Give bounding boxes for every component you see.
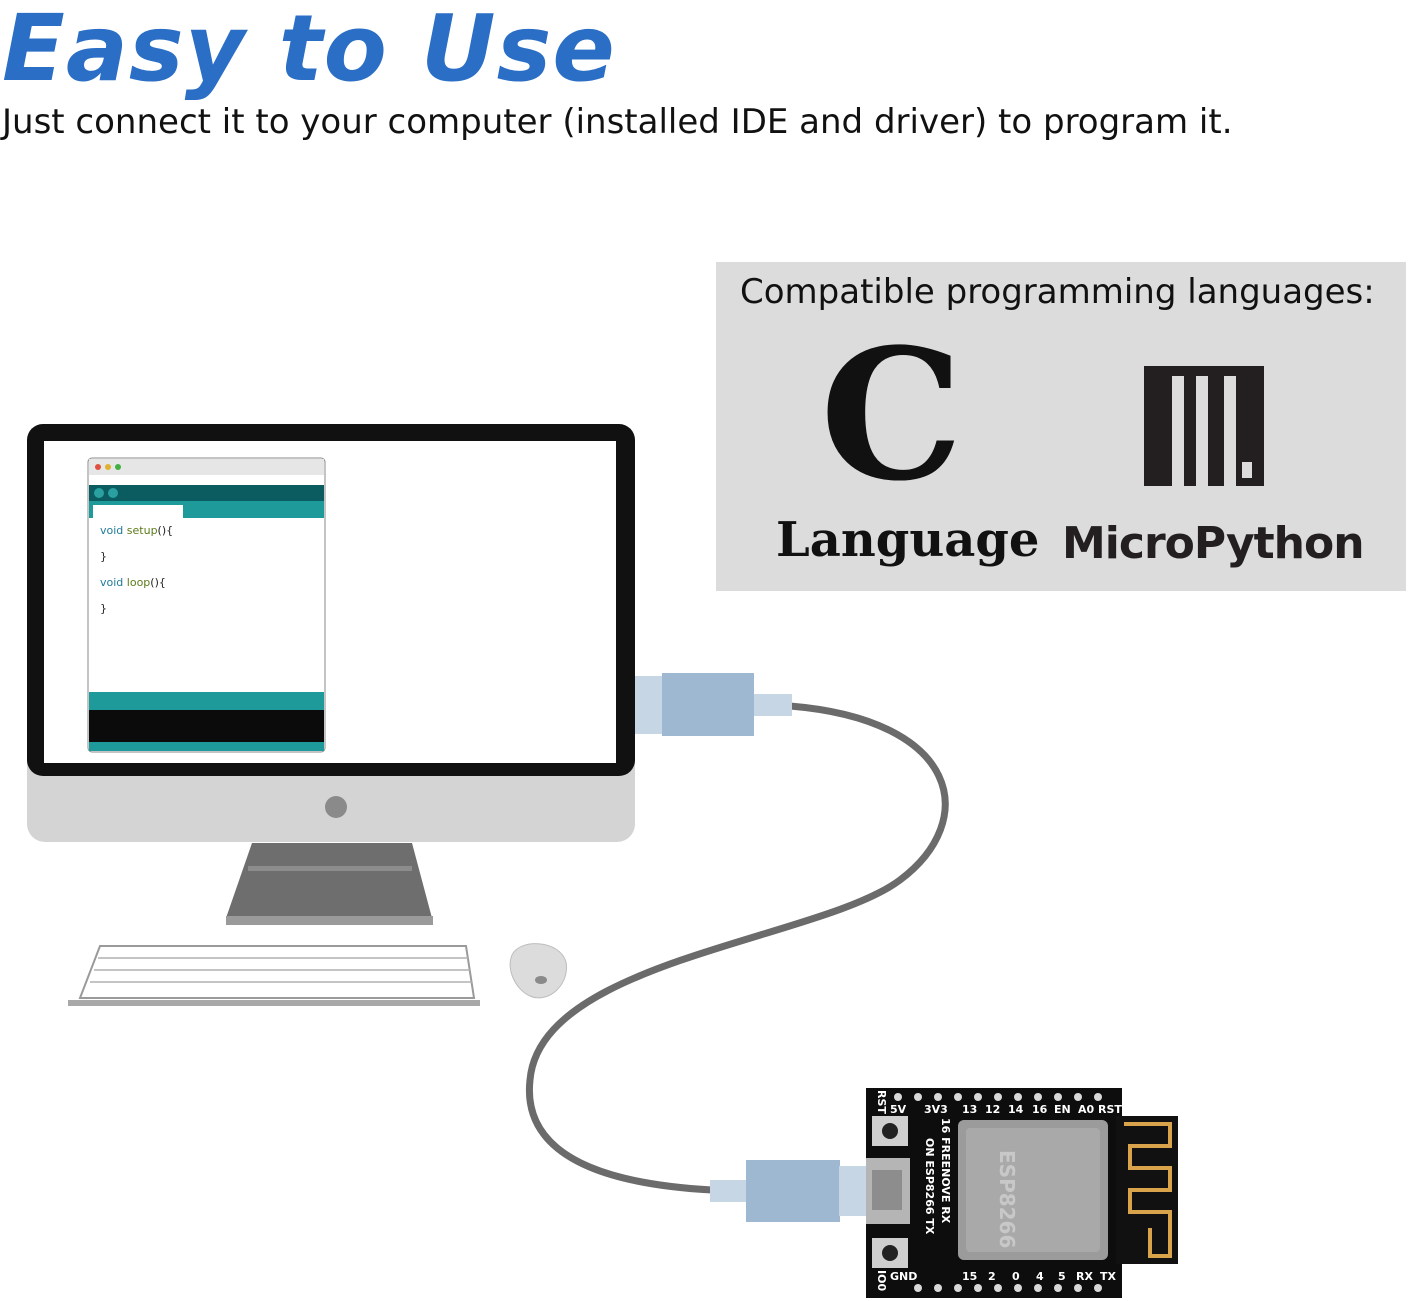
board-pin-label: RX [1076,1270,1093,1283]
code-rest: (){ [150,576,166,589]
languages-panel: Compatible programming languages: C Lang… [716,262,1406,591]
power-button-icon [325,796,347,818]
c-language-label: Language [776,512,1040,568]
usb-cable [526,702,949,1194]
code-function: loop [126,576,151,589]
code-function: setup [126,524,158,537]
esp8266-board: 5V 3V3 13 12 14 16 EN A0 RST GND 15 2 0 … [866,1088,1178,1298]
code-line: void loop(){ [100,576,166,589]
headline: Easy to Use [2,0,616,102]
code-keyword: void [100,524,124,537]
usb-a-plug [635,673,792,736]
board-pin-label: 4 [1036,1270,1044,1283]
code-line: } [100,550,107,563]
board-side-text: 16 FREENOVE RX [939,1118,952,1224]
board-pin-label: EN [1054,1103,1071,1116]
code-brace: } [100,602,107,615]
board-left-label: RST [875,1090,888,1114]
arduino-ide-window [87,457,326,753]
code-line: void setup(){ [100,524,173,537]
code-rest: (){ [157,524,174,537]
board-pin-label: 2 [988,1270,996,1283]
micro-usb-plug [710,1160,867,1222]
board-left-label: IO0 [875,1270,888,1291]
subline: Just connect it to your computer (instal… [2,102,1233,142]
keyboard [68,945,480,1006]
board-pin-label: 14 [1008,1103,1024,1116]
micropython-label: MicroPython [1062,518,1365,569]
board-side-text: ON ESP8266 TX [923,1138,936,1235]
chip-label: ESP8266 [995,1150,1019,1248]
board-pin-label: 12 [985,1103,1000,1116]
board-pin-label: 13 [962,1103,977,1116]
code-line: } [100,602,107,615]
languages-title: Compatible programming languages: [740,272,1375,312]
board-pin-label: GND [890,1270,917,1283]
board-pin-label: 15 [962,1270,977,1283]
mouse [509,943,567,999]
code-keyword: void [100,576,124,589]
board-pin-label: RST [1098,1103,1122,1116]
board-pin-label: 0 [1012,1270,1020,1283]
board-pin-label: A0 [1078,1103,1095,1116]
board-pin-label: 5V [890,1103,907,1116]
micropython-logo-icon [1144,366,1264,486]
board-pin-label: 3V3 [924,1103,948,1116]
c-language-logo: C [820,310,964,521]
code-brace: } [100,550,107,563]
board-pin-label: 5 [1058,1270,1066,1283]
board-pin-label: TX [1100,1270,1117,1283]
board-pin-label: 16 [1032,1103,1048,1116]
